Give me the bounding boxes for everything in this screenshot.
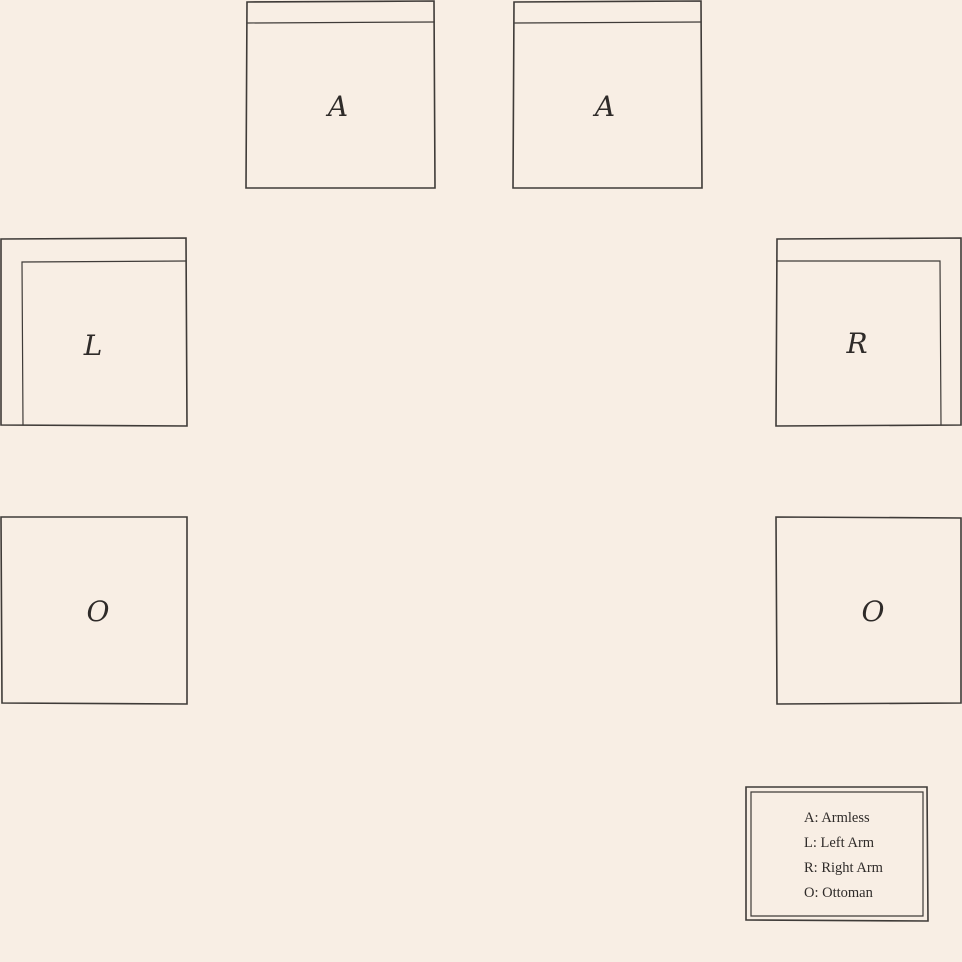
left-arm-piece: L bbox=[0, 237, 188, 427]
legend-item-ottoman: O: Ottoman bbox=[804, 885, 874, 901]
ottoman-right-piece: O bbox=[775, 516, 962, 705]
right-arm-piece-label: R bbox=[845, 327, 867, 360]
armless-piece-2: A bbox=[512, 0, 703, 189]
right-arm-piece-arm-and-back bbox=[776, 260, 942, 426]
legend-item-left-arm: L: Left Arm bbox=[804, 835, 875, 851]
ottoman-right-label: O bbox=[862, 595, 885, 628]
left-arm-piece-outline bbox=[0, 237, 188, 427]
ottoman-left-outline bbox=[0, 516, 188, 705]
right-arm-piece-outline bbox=[775, 237, 962, 427]
armless-piece-1-label: A bbox=[325, 90, 348, 123]
legend-outer-border bbox=[745, 786, 929, 922]
left-arm-piece-arm-and-back bbox=[21, 260, 187, 426]
legend: A: Armless L: Left Arm R: Right Arm O: O… bbox=[745, 786, 929, 922]
armless-piece-1: A bbox=[245, 0, 436, 189]
armless-piece-2-label: A bbox=[592, 90, 615, 123]
legend-item-armless: A: Armless bbox=[804, 810, 870, 826]
armless-piece-2-outline bbox=[512, 0, 703, 189]
legend-item-right-arm: R: Right Arm bbox=[804, 860, 884, 876]
ottoman-left-piece: O bbox=[0, 516, 188, 705]
left-arm-piece-label: L bbox=[83, 329, 103, 362]
right-arm-piece: R bbox=[775, 237, 962, 427]
ottoman-right-outline bbox=[775, 516, 962, 705]
armless-piece-1-outline bbox=[245, 0, 436, 189]
armless-piece-1-back-rest bbox=[247, 21, 435, 24]
ottoman-left-label: O bbox=[87, 595, 110, 628]
legend-inner-border bbox=[750, 791, 924, 917]
armless-piece-2-back-rest bbox=[514, 21, 702, 24]
